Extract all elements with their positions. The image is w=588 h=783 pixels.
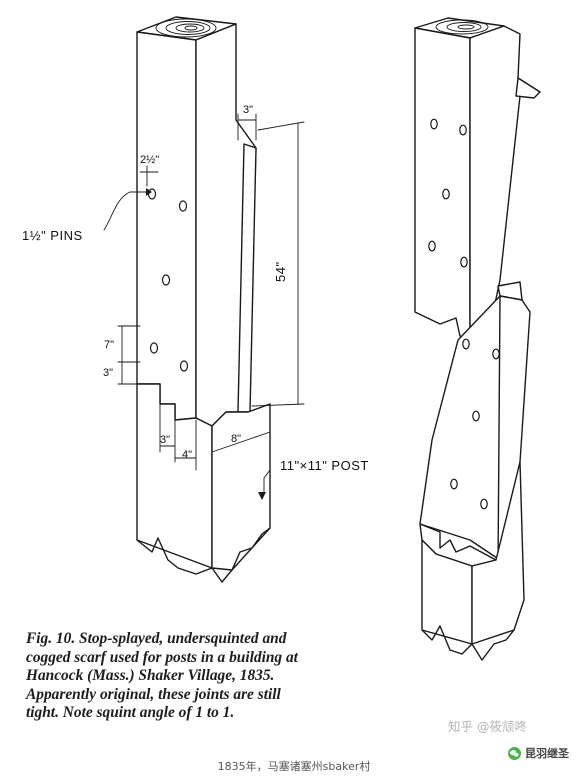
cog-offset-dimension: 3" xyxy=(103,367,113,379)
upper-piece-grain-rings xyxy=(435,19,489,35)
lap-width-dimension: 8" xyxy=(231,433,241,445)
upper-piece-splay-face xyxy=(515,77,541,99)
exploded-joint-drawing xyxy=(414,17,541,661)
upper-piece-left-face xyxy=(414,27,471,341)
end-grain-rings xyxy=(155,18,217,38)
assembled-post-drawing xyxy=(103,16,305,583)
upper-piece-pin-holes xyxy=(428,118,468,268)
author-name: 昆羽继圣 xyxy=(525,747,569,760)
figure-caption: Fig. 10. Stop-splayed, undersquinted and… xyxy=(26,630,386,723)
lower-piece-broken-edge xyxy=(421,625,515,661)
caption-line: cogged scarf used for posts in a buildin… xyxy=(26,648,298,666)
pin-spacing-dimension: 2½" xyxy=(140,154,159,166)
cog-depth-dimension: 3" xyxy=(160,434,170,446)
pins-leader-arrow xyxy=(103,191,147,231)
lower-piece-pin-holes xyxy=(450,338,500,510)
upper-member-left-face xyxy=(136,31,197,421)
zhihu-watermark: 知乎 @筱颃咚 xyxy=(448,719,527,734)
caption-line: Fig. 10. Stop-splayed, undersquinted and xyxy=(26,630,287,647)
splay-length-dimension: 54" xyxy=(273,261,288,282)
caption-line: Hancock (Mass.) Shaker Village, 1835. xyxy=(26,667,275,685)
lower-member-right-face xyxy=(211,403,271,571)
pins-label: 1½" PINS xyxy=(22,228,83,243)
lower-piece-right-face xyxy=(497,295,531,569)
post-size-label: 11"×11" POST xyxy=(280,458,369,473)
splay-width-dimension: 3" xyxy=(243,104,253,116)
cog-width-dimension: 4" xyxy=(182,449,192,461)
wechat-icon xyxy=(508,746,521,760)
pin-offset-dimension: 7" xyxy=(104,339,114,351)
author-watermark: 昆羽继圣 xyxy=(508,745,569,761)
caption-line: tight. Note squint angle of 1 to 1. xyxy=(26,704,235,722)
caption-line: Apparently original, these joints are st… xyxy=(26,685,281,703)
lower-member-left-face xyxy=(136,383,213,569)
image-footer-caption: 1835年，马塞诸塞州sbaker村 xyxy=(217,760,371,773)
